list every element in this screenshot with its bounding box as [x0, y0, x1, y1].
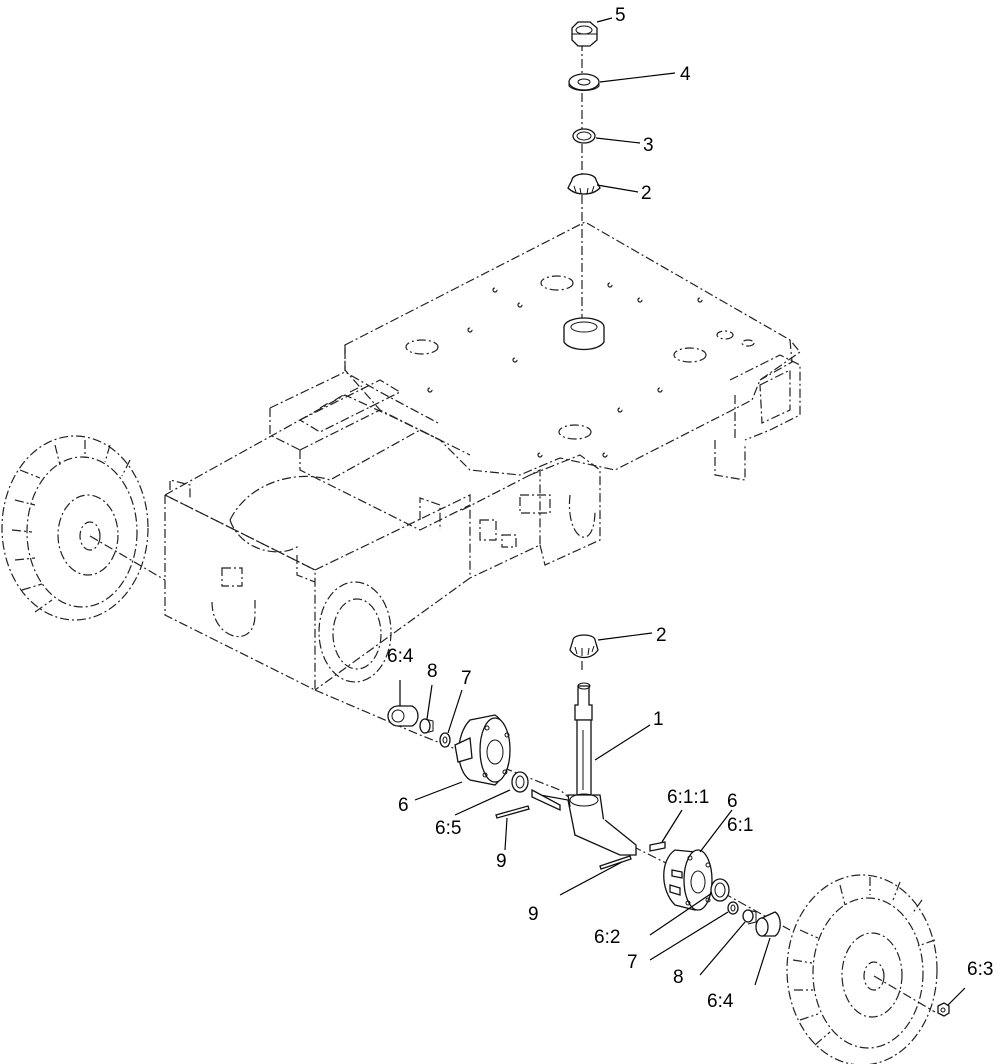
- bearing-cup: [387, 705, 419, 727]
- callout-9-left: 9: [496, 851, 507, 872]
- deck-slot: [673, 347, 707, 363]
- callout-6-left: 6: [398, 795, 409, 816]
- deck-slot: [405, 339, 439, 355]
- callout-6-2: 6:2: [594, 927, 620, 948]
- wheel-hub: [663, 849, 713, 911]
- wheel-bolt: [649, 841, 666, 852]
- deck-slot: [558, 424, 592, 440]
- cotter-pin: [599, 855, 632, 870]
- callout-6-4-left: 6:4: [387, 646, 414, 667]
- axle-centerline-right: [873, 975, 936, 1013]
- callout-2-mid: 2: [656, 625, 667, 646]
- decal: [501, 534, 517, 548]
- callout-5: 5: [615, 5, 626, 26]
- callout-6-3: 6:3: [967, 959, 993, 980]
- bearing-cup: [563, 317, 605, 351]
- callout-4: 4: [680, 64, 691, 85]
- bearing-cone: [567, 173, 601, 195]
- callout-6-1-1: 6:1:1: [667, 787, 709, 808]
- cotter-pin: [495, 805, 530, 819]
- wheel-hub: [454, 714, 511, 786]
- leader-lines: [399, 17, 966, 1006]
- tire-right: [786, 874, 938, 1064]
- flat-washer: [568, 73, 600, 91]
- callout-labels: 5 4 3 2 2 1 6:4 8 7 6 6:5 9 9 6:1:1 6 6:…: [387, 5, 993, 1012]
- bearing-cone: [569, 634, 599, 659]
- bearing-cone: [419, 718, 434, 734]
- callout-6-right: 6: [727, 791, 738, 812]
- decal: [221, 567, 243, 587]
- bearing-cup: [710, 878, 730, 902]
- seal: [511, 771, 529, 793]
- axle-housing: [318, 581, 392, 683]
- callout-1: 1: [653, 709, 664, 730]
- handle-loop: [211, 600, 256, 638]
- callout-7-right: 7: [627, 952, 638, 973]
- decal: [519, 494, 551, 514]
- callout-8-right: 8: [673, 967, 684, 988]
- tire-left: [1, 435, 149, 621]
- callout-8-left: 8: [427, 661, 438, 682]
- callout-2-top: 2: [641, 183, 652, 204]
- callout-6-4-right: 6:4: [707, 991, 734, 1012]
- mower-frame: [164, 221, 801, 691]
- callout-9-lower: 9: [528, 904, 539, 925]
- callout-7-left: 7: [461, 668, 472, 689]
- dust-cap: [755, 911, 781, 937]
- callout-3: 3: [643, 135, 654, 156]
- lock-nut: [571, 21, 598, 47]
- spindle: [531, 682, 637, 856]
- lock-nut: [937, 1002, 950, 1017]
- flat-washer: [439, 732, 451, 748]
- callout-6-5: 6:5: [435, 818, 461, 839]
- axle-centerline-left: [89, 535, 166, 581]
- flat-washer: [572, 128, 596, 144]
- bearing-cone: [742, 909, 757, 925]
- callout-6-1: 6:1: [727, 815, 753, 836]
- flat-washer: [727, 901, 739, 915]
- decal: [479, 519, 497, 541]
- deck-slot: [540, 275, 574, 291]
